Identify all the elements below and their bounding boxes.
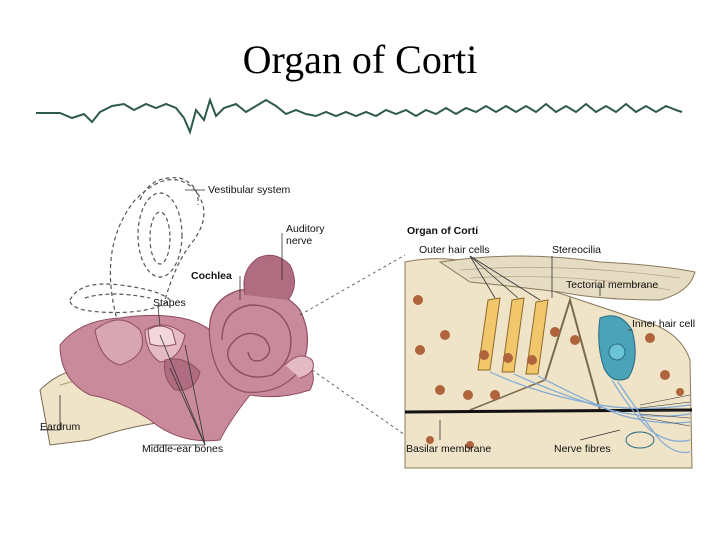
label-organ-of-corti: Organ of Corti xyxy=(407,225,478,237)
slide-title: Organ of Corti xyxy=(242,37,478,82)
label-inner-hair-cell: Inner hair cell xyxy=(632,318,695,330)
stapes-shape xyxy=(147,325,177,347)
label-middle-ear-bones: Middle-ear bones xyxy=(142,443,223,455)
label-basilar-membrane: Basilar membrane xyxy=(406,443,491,455)
label-auditory-nerve-2: nerve xyxy=(286,235,312,247)
label-stapes: Stapes xyxy=(153,297,186,309)
basilar-membrane-shape xyxy=(404,408,693,414)
organ-of-corti-detail xyxy=(404,255,696,469)
label-outer-hair-cells: Outer hair cells xyxy=(419,244,490,256)
label-stereocilia: Stereocilia xyxy=(552,244,601,256)
label-eardrum: Eardrum xyxy=(40,421,81,433)
label-auditory-nerve-1: Auditory xyxy=(286,223,325,235)
label-cochlea: Cochlea xyxy=(191,270,232,282)
outer-hair-cells-shapes xyxy=(477,297,549,375)
label-vestibular-system: Vestibular system xyxy=(208,184,291,196)
waveform-divider xyxy=(36,96,683,136)
left-leader-lines xyxy=(40,189,283,446)
label-nerve-fibres: Nerve fibres xyxy=(554,443,611,455)
label-tectorial-membrane: Tectorial membrane xyxy=(566,279,658,291)
zoom-connector xyxy=(299,254,406,436)
right-leader-lines xyxy=(439,255,632,441)
vestibular-system-outline xyxy=(69,177,205,331)
